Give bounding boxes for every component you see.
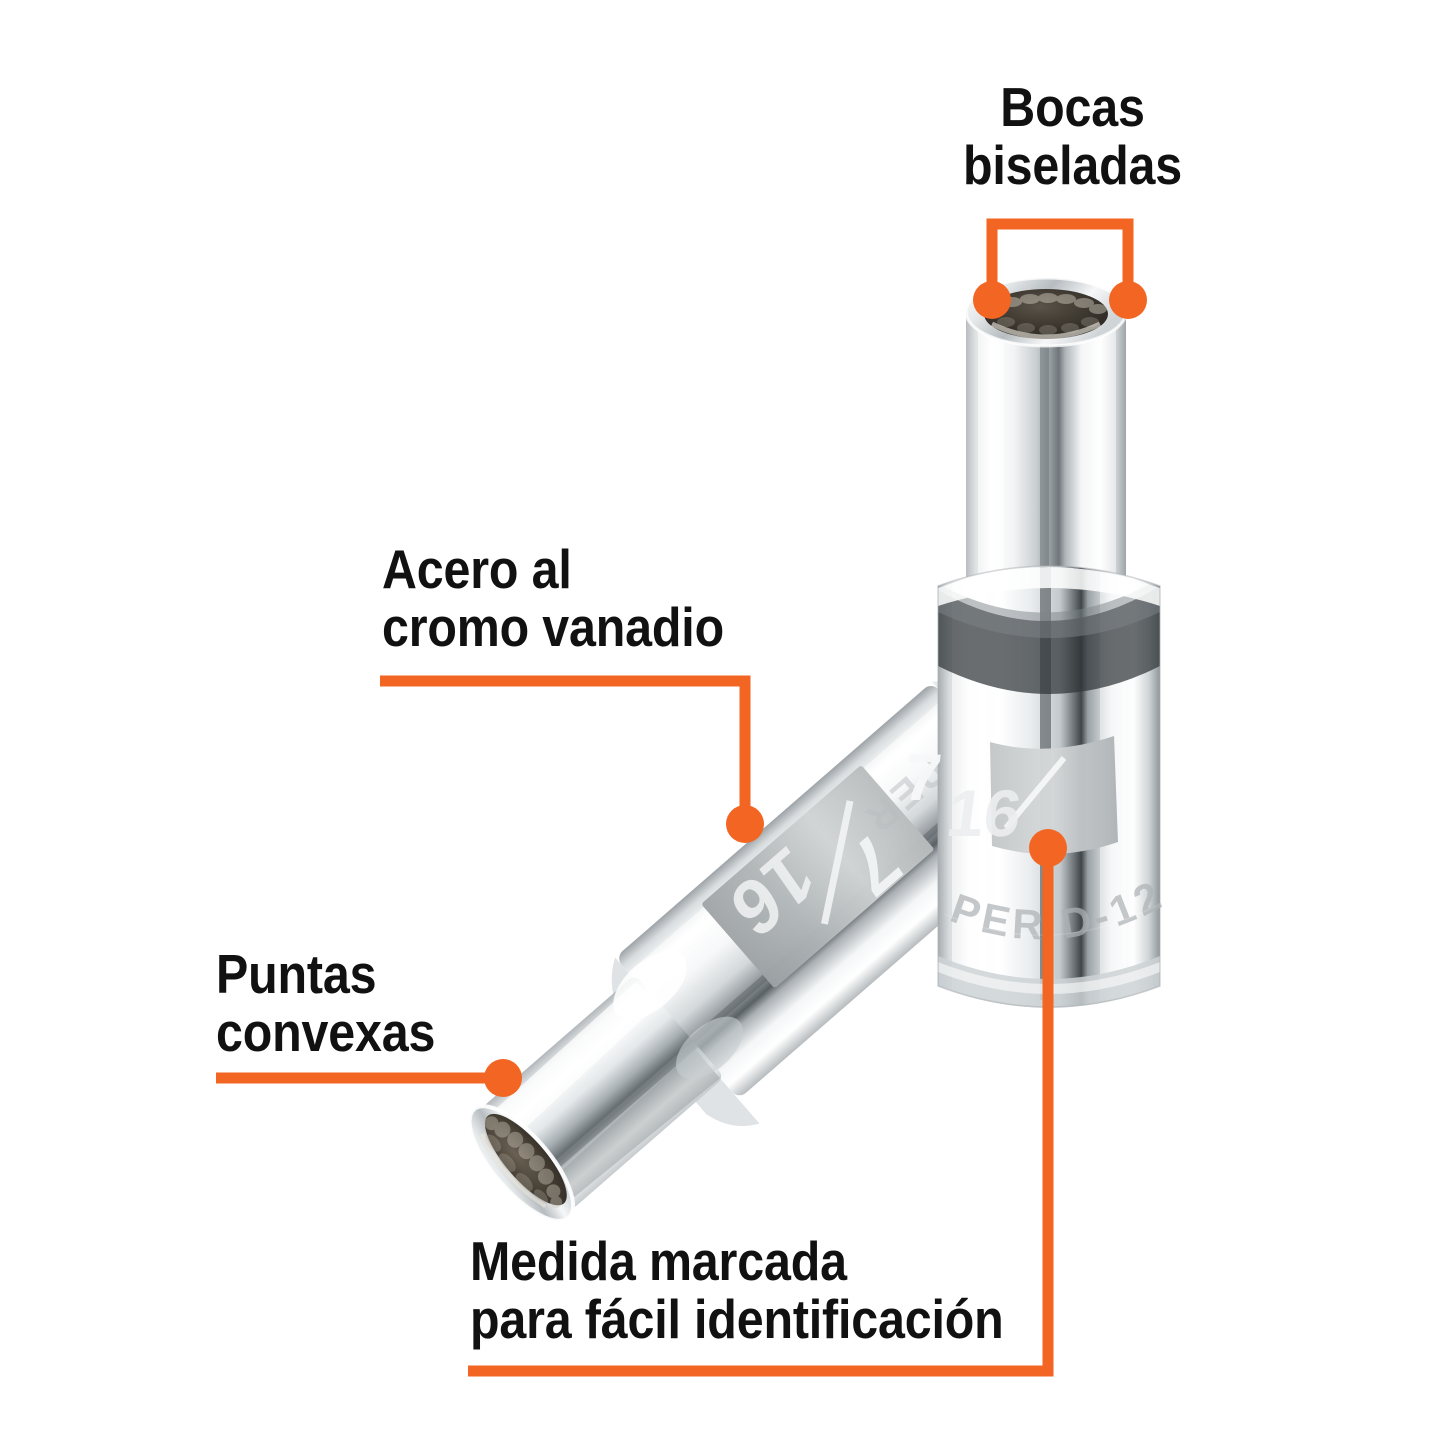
callout-label-medida-marcada: Medida marcada para fácil identificación	[470, 1230, 1004, 1351]
callout-dot-bocas-left	[973, 281, 1011, 319]
svg-text:7: 7	[900, 741, 946, 815]
connector-medida	[468, 856, 1054, 1377]
callout-label-acero-cromo-vanadio: Acero al cromo vanadio	[382, 538, 724, 659]
svg-text:16: 16	[943, 777, 1025, 851]
connector-acero	[380, 675, 751, 822]
connector-bocas-biseladas	[986, 218, 1134, 300]
callout-label-bocas-biseladas: Bocas biseladas	[962, 76, 1183, 197]
callout-dot-acero	[726, 805, 764, 843]
size-marking-panel: 7 16	[900, 736, 1118, 855]
callout-dot-medida	[1029, 829, 1067, 867]
callout-dot-puntas	[484, 1059, 522, 1097]
callout-dot-bocas-right	[1109, 281, 1147, 319]
callout-label-puntas-convexas: Puntas convexas	[216, 943, 436, 1064]
